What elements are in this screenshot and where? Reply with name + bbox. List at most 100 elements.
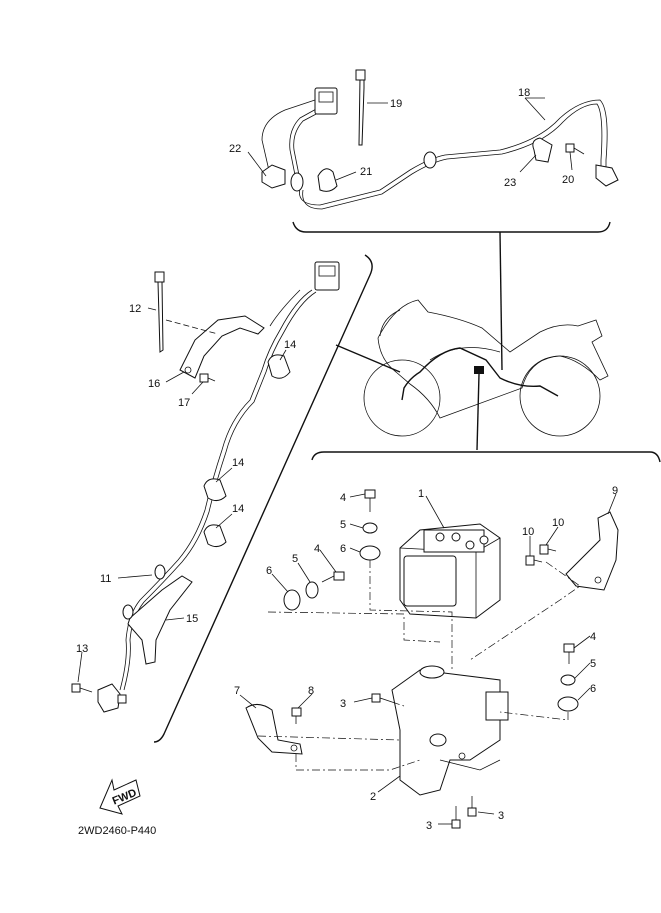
leader-20 (569, 151, 573, 171)
bolt-4a-head (364, 489, 376, 499)
grommet-6c (557, 696, 579, 712)
leader-23 (519, 154, 537, 173)
leader-5c (574, 662, 591, 679)
callout-17: 17 (178, 397, 190, 409)
callout-14-a: 14 (284, 339, 296, 351)
leader-18 (524, 97, 546, 121)
leader-15 (165, 617, 185, 621)
callout-7: 7 (234, 685, 240, 697)
connector-front-face (318, 265, 336, 277)
bracket-7 (245, 704, 303, 755)
bolt-13-shaft (79, 687, 93, 693)
leader-2 (377, 775, 401, 793)
abs-unit-group: 1 2 3 3 3 4 4 4 5 5 5 6 6 6 7 8 9 10 10 (234, 451, 661, 832)
leader-4c (573, 635, 591, 649)
bolt-4b-head (333, 571, 345, 581)
callout-3-b: 3 (426, 820, 432, 832)
grommet-6b (283, 589, 301, 611)
callout-10-a: 10 (522, 526, 534, 538)
align-bolt-8 (295, 754, 421, 771)
cable-grommet (423, 151, 437, 169)
abs-bracket (391, 669, 501, 796)
callout-20: 20 (562, 174, 574, 186)
callout-19: 19 (390, 98, 402, 110)
bracket-16-hole (184, 366, 192, 374)
front-cable-branch (269, 289, 301, 327)
bolt-4b-shaft (321, 575, 335, 583)
leader-5a (349, 523, 364, 529)
bolt-3a-shaft (379, 697, 393, 703)
align-bracket-7 (257, 735, 401, 741)
bolt-10b-head (539, 544, 549, 555)
clamp-23 (532, 137, 553, 163)
rear-sensor-group: 19 18 22 21 23 20 (229, 69, 619, 371)
callout-18: 18 (518, 87, 530, 99)
align-right-bottom (499, 711, 569, 721)
leader-bike-to-abs (476, 373, 480, 451)
bolt-17-head (199, 373, 209, 383)
collar-5b (305, 581, 319, 599)
leader-left-to-bike (335, 344, 401, 373)
align-bolt-3a (391, 701, 405, 707)
leader-10b (545, 526, 559, 546)
callout-6-b: 6 (266, 565, 272, 577)
front-sensor-cable (119, 289, 313, 691)
port-c (465, 540, 475, 550)
bracket-15 (127, 575, 193, 665)
sensor-cable-branch (261, 99, 316, 176)
leader-16 (165, 371, 185, 383)
leader-3c (477, 811, 495, 815)
collar-5c (560, 674, 576, 686)
leader-6a (349, 547, 361, 553)
diagram-code: 2WD2460-P440 (78, 825, 156, 837)
bolt-8-head (291, 707, 302, 717)
bolt-13-head (71, 683, 81, 693)
clamp-21 (317, 168, 338, 192)
grommet-6a (359, 545, 381, 561)
port-d (479, 535, 489, 545)
leader-21 (335, 171, 357, 181)
leader-6b (271, 573, 289, 593)
leader-1 (425, 495, 445, 529)
callout-12: 12 (129, 303, 141, 315)
callout-3-c: 3 (498, 810, 504, 822)
bolt-4c-head (563, 643, 575, 653)
fwd-indicator: FWD (99, 778, 141, 815)
bolt-3c-head (467, 807, 477, 817)
callout-22: 22 (229, 143, 241, 155)
callout-1: 1 (418, 488, 424, 500)
align-right-top (469, 561, 581, 661)
leader-4b (319, 549, 337, 573)
bolt-17-shaft (207, 377, 216, 382)
leader-7 (239, 694, 257, 709)
connector-top-face (318, 91, 334, 103)
leader-14b (215, 467, 233, 483)
leader-13 (77, 651, 83, 683)
align-center (369, 560, 453, 672)
callout-4-a: 4 (340, 492, 346, 504)
clamp-14-b (203, 478, 227, 502)
bracket-9-hole (594, 576, 602, 584)
callout-6-c: 6 (590, 683, 596, 695)
bracket-7-hole (290, 744, 298, 752)
bike-fairing (379, 309, 401, 337)
callout-14-b: 14 (232, 457, 244, 469)
leader-14c (215, 513, 233, 529)
collar-5a (362, 522, 378, 534)
sensor-cable (299, 99, 608, 206)
leader-17 (191, 381, 204, 395)
callout-14-c: 14 (232, 503, 244, 515)
abs-bracket-foot (439, 759, 501, 771)
bolt-3b-head (451, 819, 461, 829)
clamp-14-c (203, 524, 227, 548)
clamp-14-a (267, 354, 291, 379)
front-wheel (363, 359, 441, 437)
leader-3a (353, 697, 373, 703)
callout-5-b: 5 (292, 553, 298, 565)
leader-6c (577, 687, 591, 701)
port-b (451, 532, 461, 542)
sensor-cable-upper (289, 107, 319, 186)
leader-14a (279, 349, 287, 361)
clamp-22 (261, 164, 286, 189)
